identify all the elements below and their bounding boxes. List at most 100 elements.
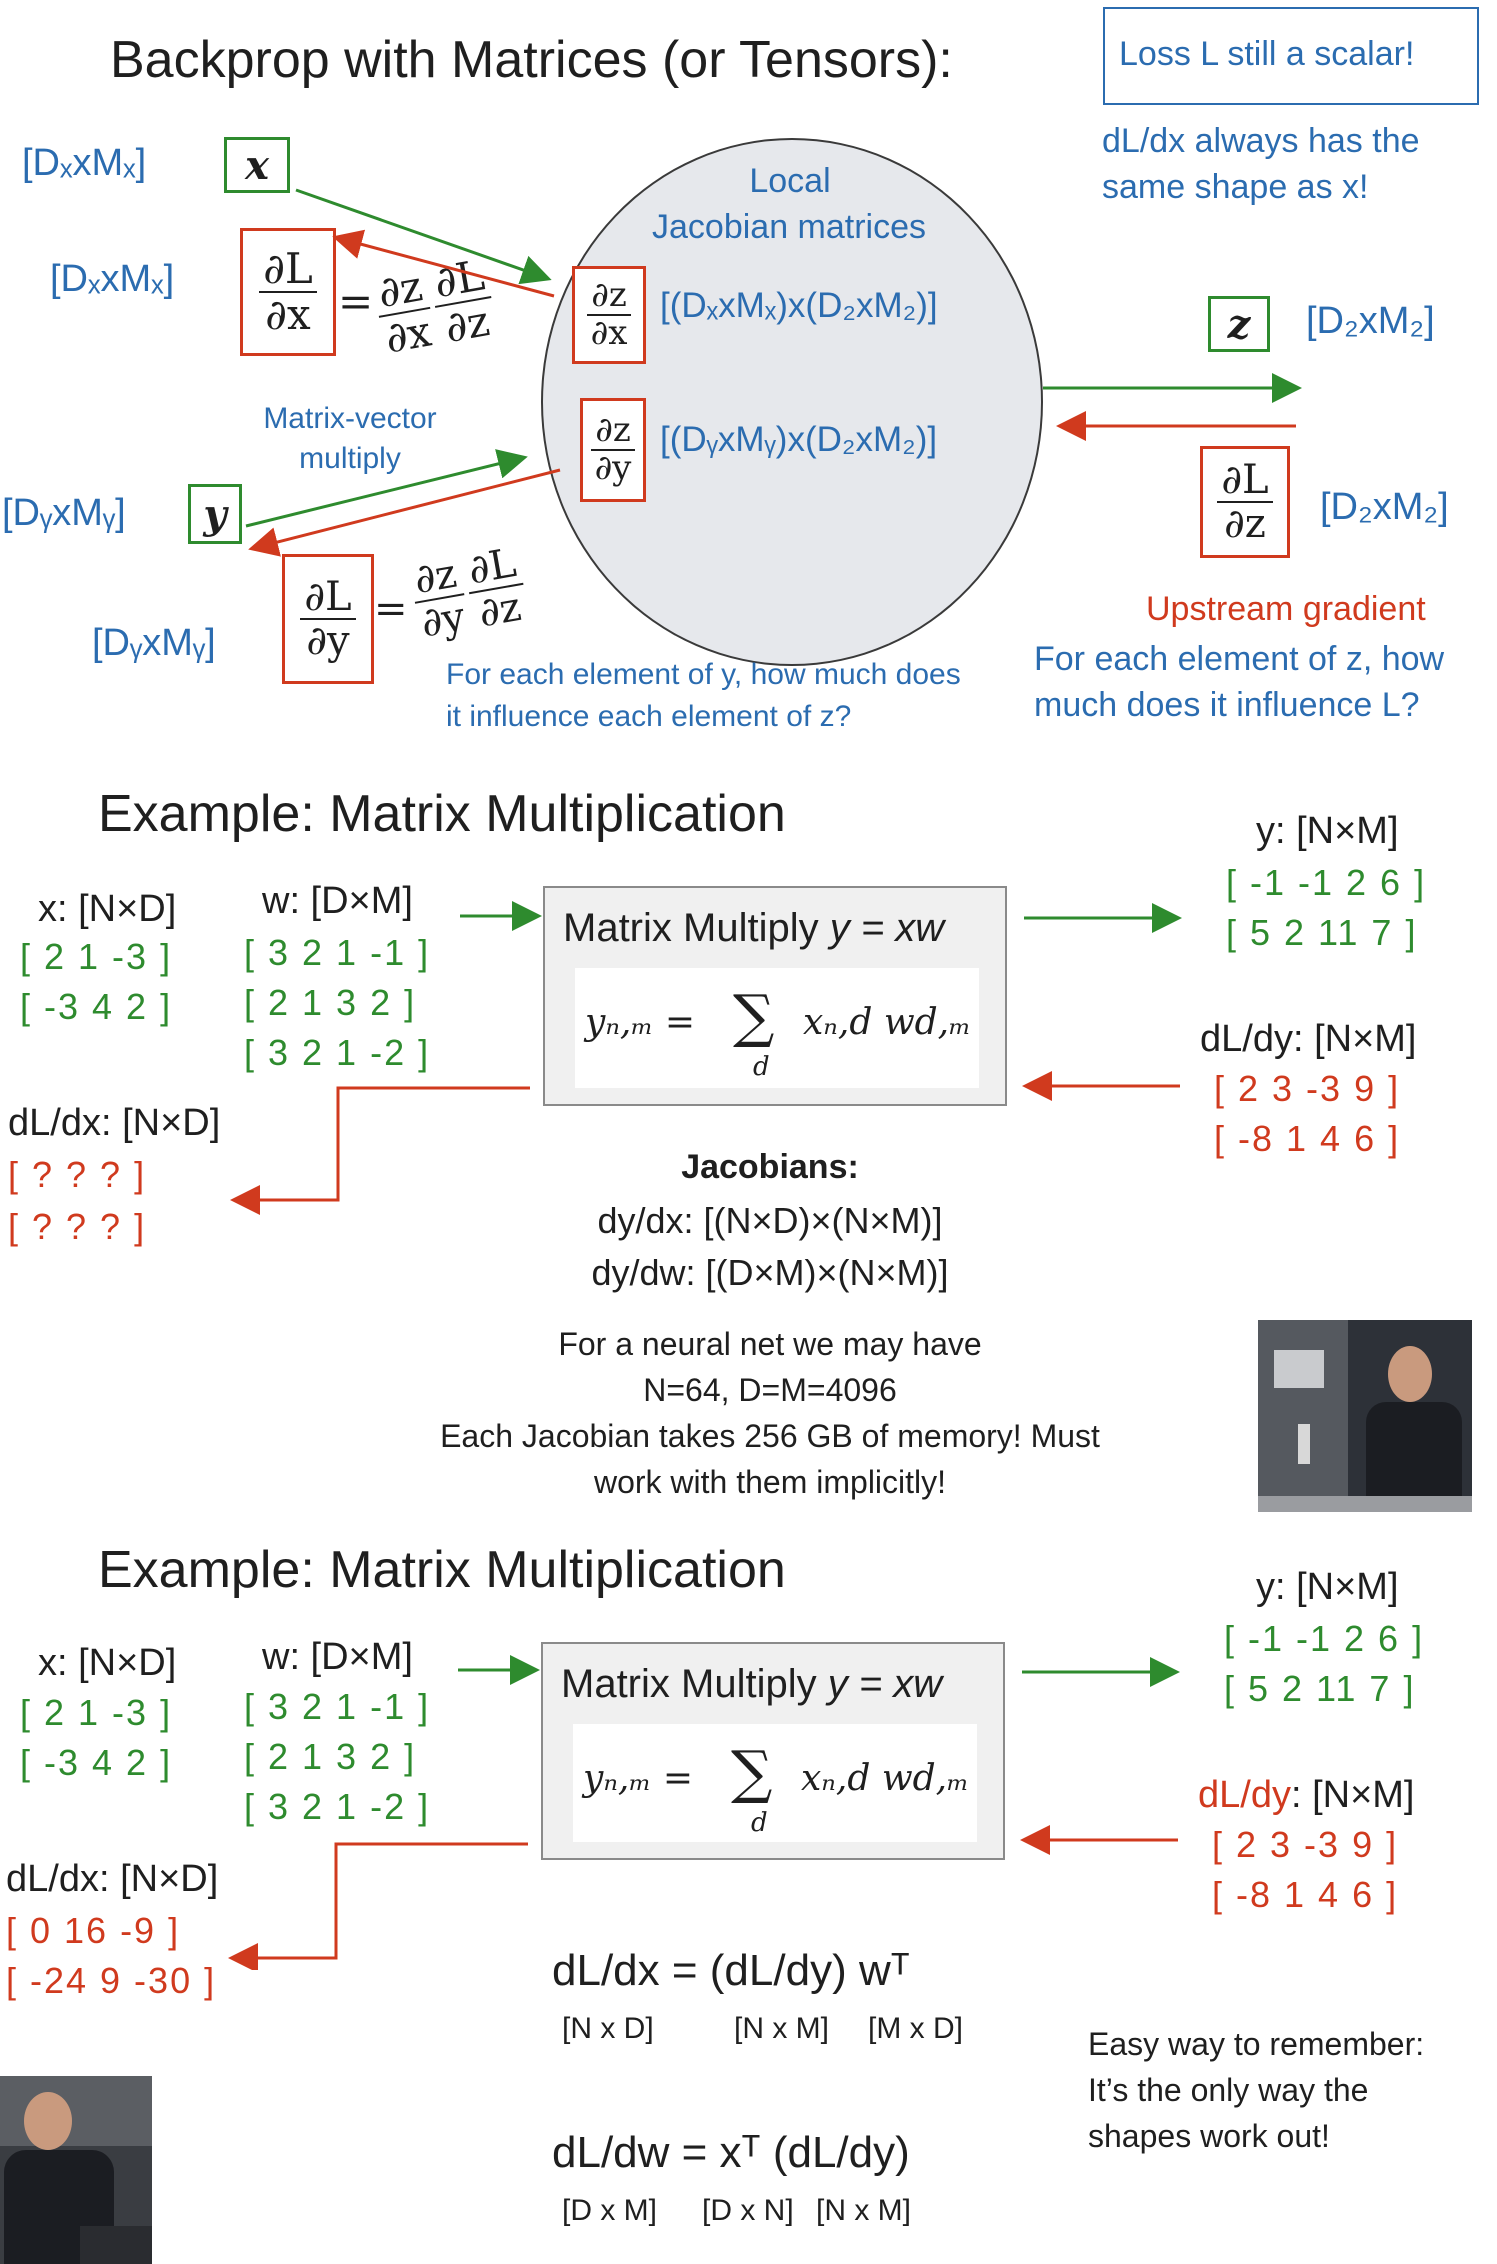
s3-eq1-dim-2: [N x M] [734, 2012, 829, 2045]
frac-num: ∂z [587, 278, 631, 316]
s2-jacobian-dydx: dy/dx: [(N×D)×(N×M)] [597, 1200, 943, 1241]
s3-y-row-1: [ -1 -1 2 6 ] [1224, 1618, 1425, 1659]
x-forward-arrow [295, 188, 552, 285]
jacobian-dzdy-box: ∂z ∂y [580, 398, 646, 502]
z-output-box: z [1208, 296, 1270, 352]
s2-dy-row-2: [ -8 1 4 6 ] [1214, 1118, 1401, 1159]
s3-formula-panel: yₙ,ₘ = ∑ d xₙ,d wd,ₘ [573, 1724, 977, 1842]
frac-den: ∂x [265, 290, 311, 339]
loss-note-box: Loss L still a scalar! [1103, 7, 1479, 105]
s2-dx-label: dL/dx: [N×D] [8, 1102, 221, 1144]
s2-y-row-1: [ -1 -1 2 6 ] [1226, 862, 1427, 903]
s2-formula-rhs: xₙ,d wd,ₘ [803, 1002, 972, 1043]
s2-dy-row-1: [ 2 3 -3 9 ] [1214, 1068, 1401, 1109]
jacobian-y-dims: [(DᵧxMᵧ)x(D₂xM₂)] [660, 420, 938, 459]
s3-eq-dLdx: dL/dx = (dL/dy) wᵀ [552, 1946, 910, 1995]
dLdy-box: ∂L ∂y [282, 554, 374, 684]
photo-head [24, 2092, 72, 2150]
frac-num: ∂L [1217, 459, 1273, 503]
s3-dy-row-1: [ 2 3 -3 9 ] [1212, 1824, 1399, 1865]
z-variable: z [1227, 300, 1251, 348]
s3-formula-sub: d [751, 1808, 768, 1838]
s2-dx-arrow [230, 1086, 530, 1215]
s2-dx-row-1: [ ? ? ? ] [8, 1154, 147, 1195]
chain-eq-y-equals: = [374, 586, 408, 632]
y-shape-label: [DᵧxMᵧ] [2, 492, 126, 534]
photo-wall [0, 2076, 152, 2146]
x-backward-arrow [332, 229, 555, 298]
s2-dx-row-2: [ ? ? ? ] [8, 1206, 147, 1247]
s3-formula-lhs: yₙ,ₘ = [583, 1758, 694, 1799]
s2-op-title: Matrix Multiply y = xw [563, 906, 944, 951]
section3-title: Example: Matrix Multiplication [98, 1541, 786, 1599]
frac-num: ∂z [591, 413, 635, 451]
s2-nn-note-3: Each Jacobian takes 256 GB of memory! Mu… [440, 1418, 1100, 1454]
s2-formula-lhs: yₙ,ₘ = [585, 1002, 696, 1043]
s3-formula-rhs: xₙ,d wd,ₘ [801, 1758, 970, 1799]
upstream-gradient-label: Upstream gradient [1146, 590, 1426, 628]
frac-num: ∂L [300, 576, 356, 620]
s3-w-label: w: [D×M] [262, 1636, 413, 1678]
section1-arrows [245, 188, 1302, 557]
frac-den: ∂y [594, 448, 632, 488]
photo-wall [1258, 1320, 1348, 1512]
s3-remember-2: It’s the only way the [1088, 2072, 1369, 2108]
s3-eq2-dim-1: [D x M] [562, 2194, 657, 2227]
photo-sign [1274, 1350, 1324, 1388]
x-input-box: x [224, 137, 290, 193]
s2-w-row-3: [ 3 2 1 -2 ] [244, 1032, 431, 1073]
s2-nn-note-2: N=64, D=M=4096 [643, 1372, 897, 1408]
x-variable: x [245, 141, 269, 189]
jacobian-dzdy-fraction: ∂z ∂y [591, 413, 636, 486]
s3-eq2-dim-2: [D x N] [702, 2194, 794, 2227]
section2-arrows [230, 901, 1182, 1215]
elem-y-note-line2: it influence each element of z? [446, 700, 852, 733]
z-shape-label: [D₂xM₂] [1306, 300, 1435, 342]
frac-num: ∂L [259, 246, 317, 293]
dy-label-dark: : [N×M] [1290, 1774, 1415, 1816]
dLdy-fraction: ∂L ∂y [300, 576, 356, 664]
elem-z-note-line1: For each element of z, how [1034, 640, 1445, 678]
s3-y-label: y: [N×M] [1256, 1566, 1399, 1608]
s2-dy-label: dL/dy: [N×M] [1200, 1018, 1417, 1060]
s2-y-row-2: [ 5 2 11 7 ] [1226, 912, 1418, 953]
s2-formula-panel: yₙ,ₘ = ∑ d xₙ,d wd,ₘ [575, 968, 979, 1088]
chain-eq-x-equals: = [338, 277, 374, 326]
s2-matmul-box: Matrix Multiply y = xw yₙ,ₘ = ∑ d xₙ,d w… [543, 886, 1007, 1106]
frac-den: ∂x [590, 313, 628, 353]
dLdx-box: ∂L ∂x [240, 228, 336, 356]
s2-x-row-1: [ 2 1 -3 ] [20, 936, 173, 977]
s3-dx-arrow [228, 1842, 528, 1970]
jacobian-label: Jacobian matrices [652, 208, 927, 246]
s2-x-row-2: [ -3 4 2 ] [20, 986, 173, 1027]
s2-w-row-2: [ 2 1 3 2 ] [244, 982, 417, 1023]
s3-remember-3: shapes work out! [1088, 2118, 1330, 2154]
s3-w-row-1: [ 3 2 1 -1 ] [244, 1686, 431, 1727]
s3-matmul-box: Matrix Multiply y = xw yₙ,ₘ = ∑ d xₙ,d w… [541, 1642, 1005, 1860]
op-title-formula: y = xw [829, 906, 945, 950]
shape-note-line1: dL/dx always has the [1102, 122, 1420, 160]
y-backward-arrow [248, 468, 561, 557]
photo-body [1366, 1402, 1462, 1512]
s3-dx-row-1: [ 0 16 -9 ] [6, 1910, 181, 1951]
s3-w-row-2: [ 2 1 3 2 ] [244, 1736, 417, 1777]
op-title-text: Matrix Multiply [563, 906, 830, 950]
elem-z-note-line2: much does it influence L? [1034, 686, 1420, 724]
matrix-vector-label-1: Matrix-vector [263, 402, 437, 435]
photo-head [1388, 1346, 1432, 1402]
s3-eq1-dim-3: [M x D] [868, 2012, 963, 2045]
s3-w-row-3: [ 3 2 1 -2 ] [244, 1786, 431, 1827]
op-title-text: Matrix Multiply [561, 1662, 828, 1706]
s2-nn-note-4: work with them implicitly! [593, 1464, 947, 1500]
s2-w-row-1: [ 3 2 1 -1 ] [244, 932, 431, 973]
frac-den: ∂y [306, 618, 350, 664]
matrix-vector-label-2: multiply [299, 442, 401, 475]
dy-label-red: dL/dy [1198, 1774, 1291, 1816]
s3-remember-1: Easy way to remember: [1088, 2026, 1425, 2062]
lecturer-photo-2 [0, 2076, 152, 2264]
lecturer-photo-1 [1258, 1320, 1472, 1512]
s3-dx-label: dL/dx: [N×D] [6, 1858, 219, 1900]
section1-title: Backprop with Matrices (or Tensors): [110, 31, 953, 89]
s2-jacobian-dydw: dy/dw: [(D×M)×(N×M)] [591, 1252, 949, 1293]
jacobian-x-dims: [(DₓxMₓ)x(D₂xM₂)] [660, 286, 938, 325]
